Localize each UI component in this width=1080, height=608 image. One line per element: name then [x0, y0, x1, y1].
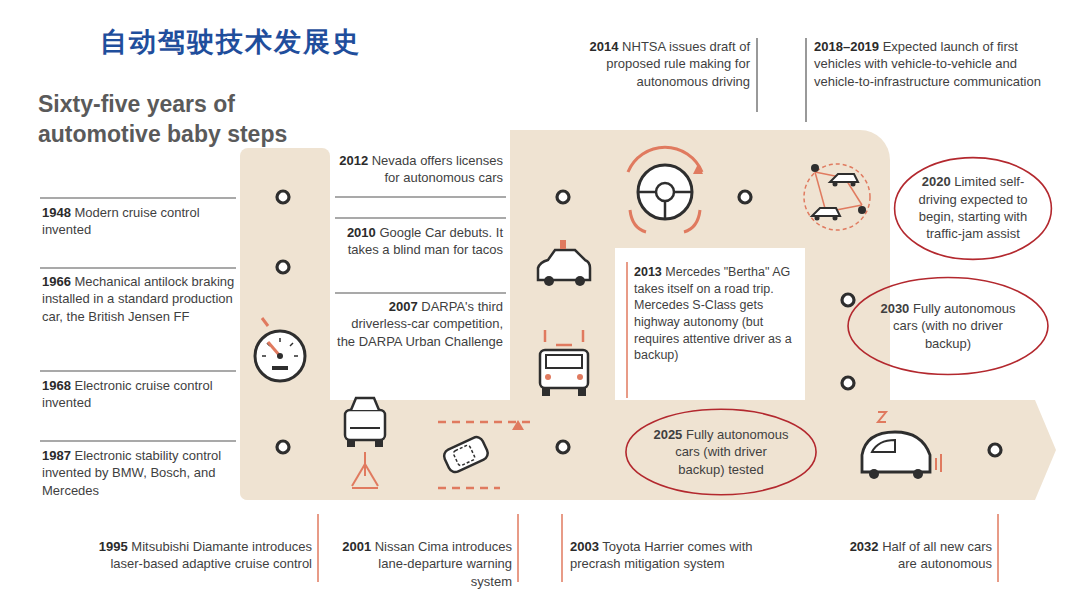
timeline-entry: 1968 Electronic cruise control invented	[42, 377, 234, 412]
subtitle: Sixty-five years of automotive baby step…	[38, 90, 358, 150]
speedometer-icon	[255, 318, 305, 381]
leader-bars	[318, 262, 998, 582]
timeline-entry: 2014 NHTSA issues draft of proposed rule…	[588, 38, 750, 90]
timeline-entry: 2007 DARPA's third driverless-car compet…	[335, 298, 503, 350]
year: 2013	[634, 265, 662, 279]
leader-bars-top	[757, 38, 806, 122]
year: 2025	[653, 427, 682, 442]
year: 2001	[342, 539, 371, 554]
year: 1968	[42, 378, 71, 393]
year: 2007	[389, 299, 418, 314]
timeline-entry: 2003 Toyota Harrier comes with precrash …	[570, 538, 788, 573]
road-band	[240, 130, 1056, 500]
title: 自动驾驶技术发展史	[100, 24, 361, 60]
timeline-entry: 1995 Mitsubishi Diamante introduces lase…	[98, 538, 312, 573]
ellipse-text: 2025 Fully autonomous cars (with driver …	[624, 426, 818, 478]
highlight-ellipse: 2030 Fully autonomous cars (with no driv…	[846, 276, 1050, 376]
autonomous-pod-icon	[862, 412, 941, 479]
year: 1987	[42, 448, 71, 463]
timeline-entry: 1948 Modern cruise control invented	[42, 204, 234, 239]
timeline-entry: 2001 Nissan Cima introduces lane-departu…	[338, 538, 512, 590]
ellipse-outline	[893, 156, 1053, 261]
year: 2018–2019	[814, 39, 879, 54]
year: 1948	[42, 205, 71, 220]
timeline-entry: 2010 Google Car debuts. It takes a blind…	[335, 224, 503, 259]
ellipse-line	[895, 157, 1052, 259]
year: 2012	[339, 153, 368, 168]
year: 2014	[590, 39, 619, 54]
ellipse-text: 2030 Fully autonomous cars (with no driv…	[846, 300, 1050, 352]
year: 1995	[99, 539, 128, 554]
highlight-ellipse: 2020 Limited self-driving expected to be…	[893, 156, 1053, 261]
year: 2020	[922, 174, 951, 189]
year: 2010	[347, 225, 376, 240]
highlight-ellipse: 2025 Fully autonomous cars (with driver …	[624, 408, 818, 496]
year: 2032	[850, 539, 879, 554]
timeline-entry: 2032 Half of all new cars are autonomous	[838, 538, 992, 573]
google-car-icon	[538, 240, 590, 286]
swerving-car-icon	[438, 420, 530, 488]
timeline-entry: 2012 Nevada offers licenses for autonomo…	[335, 152, 503, 187]
timeline-entry: 1966 Mechanical antilock braking install…	[42, 273, 238, 325]
year: 1966	[42, 274, 71, 289]
timeline-entry: 1987 Electronic stability control invent…	[42, 447, 238, 499]
v2v-icon	[804, 164, 870, 230]
year: 2030	[880, 301, 909, 316]
timeline-entry: 2018–2019 Expected launch of first vehic…	[814, 38, 1046, 90]
timeline-entry: 2013 Mercedes "Bertha" AG takes itself o…	[634, 264, 798, 364]
year: 2003	[570, 539, 599, 554]
ellipse-text: 2020 Limited self-driving expected to be…	[893, 173, 1053, 242]
divider-lines	[40, 197, 506, 441]
timeline-dots	[277, 191, 1001, 456]
suv-icon	[540, 330, 588, 396]
steering-wheel-icon	[628, 147, 703, 232]
braking-car-icon	[345, 398, 385, 488]
